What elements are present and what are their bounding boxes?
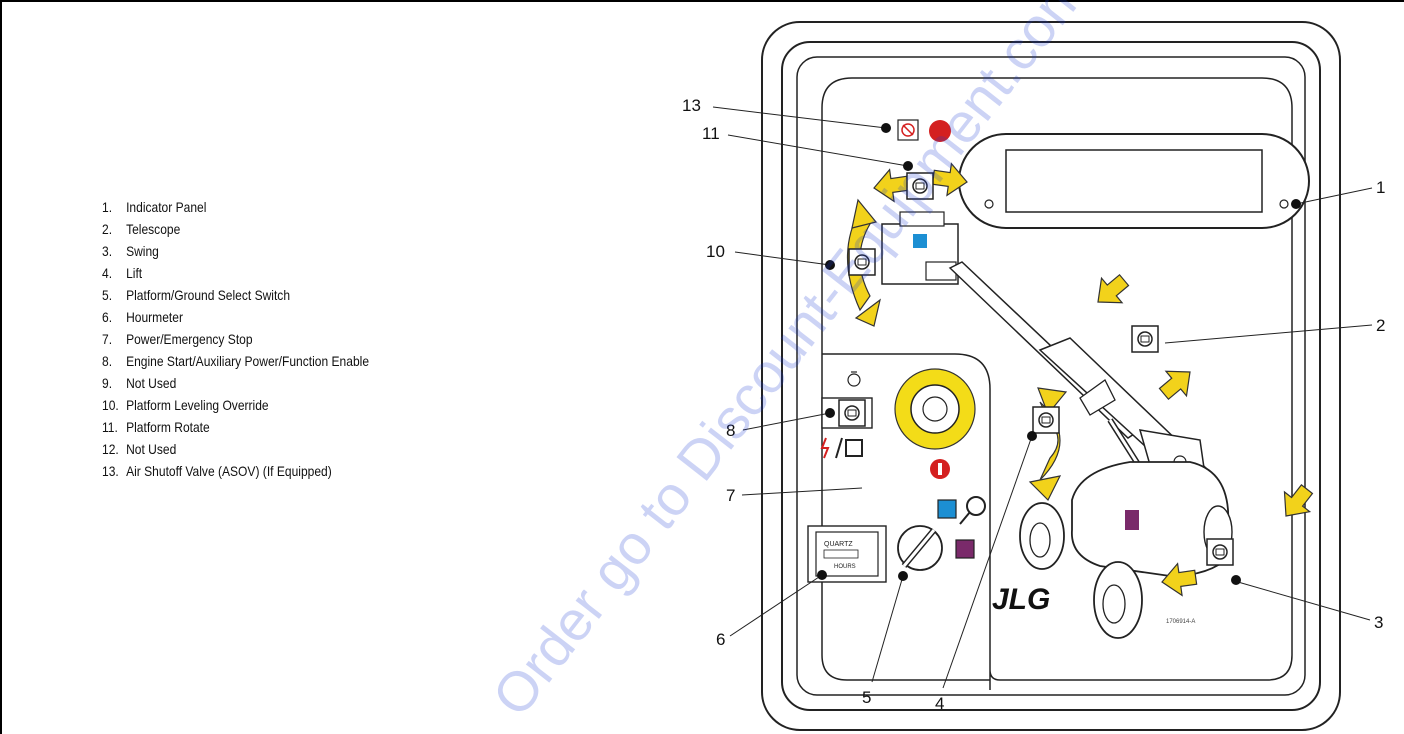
callout-2: 2	[1376, 316, 1385, 335]
callout-3: 3	[1374, 613, 1383, 632]
callout-11: 11	[702, 124, 720, 143]
legend-item: 13.Air Shutoff Valve (ASOV) (If Equipped…	[102, 463, 332, 479]
hourmeter-brand: QUARTZ	[824, 541, 853, 548]
part-number: 1706914-A	[1166, 619, 1195, 625]
indicator-panel	[958, 133, 1310, 229]
legend-list: 1.Indicator Panel 2.Telescope 3.Swing 4.…	[102, 196, 369, 482]
callout-lines	[712, 106, 1373, 689]
watermark-text: Order go to Discount-Equipment.com	[480, 0, 1099, 727]
legend-item: 8.Engine Start/Auxiliary Power/Function …	[102, 353, 370, 369]
emergency-stop-button	[894, 368, 976, 479]
legend-item: 5.Platform/Ground Select Switch	[102, 287, 291, 303]
asov-switch	[897, 119, 951, 142]
hourmeter-unit: HOURS	[834, 564, 856, 570]
callout-4: 4	[935, 694, 944, 713]
callout-6: 6	[716, 630, 725, 649]
callout-8: 8	[726, 421, 735, 440]
legend-item: 12.Not Used	[102, 441, 177, 457]
legend-item: 7.Power/Emergency Stop	[102, 331, 253, 347]
brand-logo-text: JLG	[992, 583, 1050, 616]
legend-item: 10.Platform Leveling Override	[102, 397, 269, 413]
legend-item: 3.Swing	[102, 243, 159, 259]
callout-10: 10	[706, 242, 725, 261]
legend-item: 9.Not Used	[102, 375, 177, 391]
legend-item: 11.Platform Rotate	[102, 419, 210, 435]
lift-switch	[1028, 387, 1068, 502]
red-light-icon	[929, 120, 951, 142]
platform-leveling-assembly	[847, 198, 959, 327]
callout-1: 1	[1376, 178, 1385, 197]
callout-7: 7	[726, 486, 735, 505]
callout-dots	[817, 123, 1301, 585]
legend-item: 2.Telescope	[102, 221, 181, 237]
legend-item: 6.Hourmeter	[102, 309, 183, 325]
hourmeter: QUARTZ HOURS	[807, 525, 887, 583]
callout-13: 13	[682, 96, 701, 115]
platform-ground-select-switch	[897, 496, 986, 571]
legend-item: 4.Lift	[102, 265, 143, 281]
callout-5: 5	[862, 688, 871, 707]
legend-item: 1.Indicator Panel	[102, 199, 207, 215]
